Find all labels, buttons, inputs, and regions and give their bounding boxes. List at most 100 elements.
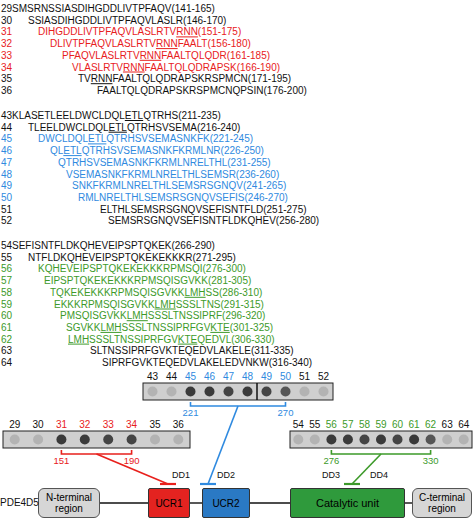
peptide-number: 61 [1, 323, 12, 333]
peptide-number: 49 [1, 181, 12, 191]
dot-blot-strip [290, 431, 472, 448]
protein-name: PDE4D5 [0, 498, 39, 508]
peptide-sequence: QLETLQTRHSVSEMASNKFKRMLNR(226-250) [50, 146, 264, 156]
peptide-number: 44 [1, 123, 12, 133]
peptide-number: 55 [1, 253, 12, 263]
backbone-line [100, 502, 148, 503]
blot-number: 64 [449, 420, 474, 430]
peptide-sequence: NTFLDKQHEVEIPSPTQKEKEKKKR(271-295) [28, 253, 236, 263]
blot-number: 57 [333, 420, 363, 430]
peptide-sequence: SGVKKLMHSSSLTNSSIPRFGVKTE(301-325) [66, 323, 273, 333]
peptide-sequence: EKKKRPMSQISGVKKLMHSSSLTNS(291-315) [54, 300, 264, 310]
peptide-sequence: PMSQISGVKKLMHSSSLTNSSIPRF(296-320) [60, 311, 265, 321]
peptide-sequence: TVRNNFAALTQLQDRAPSKRSPMCN(171-195) [78, 74, 291, 84]
domain-name: N-terminal region [39, 492, 99, 514]
blot-number: 31 [46, 420, 76, 430]
peptide-sequence: KLASETLEELDWCLDQLETLQTRHS(211-235) [12, 111, 221, 121]
peptide-sequence: SSIASDIHGDDLIVTPFAQVLASLR(146-170) [28, 16, 226, 26]
blot-number: 54 [283, 420, 313, 430]
peptide-sequence: ELTHLSEMSRSGNQVSEFISNTFLD(251-275) [100, 205, 307, 215]
domain-box: N-terminal region [38, 488, 100, 518]
peptide-number: 45 [1, 134, 12, 144]
peptide-number: 30 [1, 16, 12, 26]
blot-number: 46 [195, 372, 225, 382]
peptide-sequence: RMLNRELTHLSEMSRSGNQVSEFIS(246-270) [78, 193, 288, 203]
blot-number: 30 [23, 420, 53, 430]
peptide-sequence: SNKFKRMLNRELTHLSEMSRSGNQV(241-265) [72, 181, 286, 191]
blot-number: 34 [117, 420, 147, 430]
peptide-number: 33 [1, 51, 12, 61]
blot-number: 35 [140, 420, 170, 430]
blot-number: 45 [176, 372, 206, 382]
blot-number: 58 [349, 420, 379, 430]
peptide-number: 36 [1, 86, 12, 96]
peptide-number: 57 [1, 276, 12, 286]
peptide-sequence: EIPSPTQKEKEKKKRPMSQISGVKK(281-305) [44, 276, 251, 286]
peptide-number: 60 [1, 311, 12, 321]
peptide-number: 56 [1, 264, 12, 274]
peptide-number: 32 [1, 39, 12, 49]
peptide-number: 50 [1, 193, 12, 203]
blot-number: 33 [93, 420, 123, 430]
peptide-number: 34 [1, 63, 12, 73]
docking-domain-label: DD1 [172, 471, 190, 480]
blot-number: 48 [233, 372, 263, 382]
domain-box: UCR2 [202, 488, 250, 518]
docking-domain-label: DD4 [370, 471, 388, 480]
blot-number: 59 [366, 420, 396, 430]
backbone-line [405, 502, 412, 503]
peptide-sequence: PFAQVLASLRTVRNNFAALTQLQDR(161-185) [62, 51, 270, 61]
peptide-sequence: DLIVTPFAQVLASLRTVRNNFAALT(156-180) [50, 39, 251, 49]
peptide-sequence: DWCLDQLETLQTRHSVSEMASNKFK(221-245) [38, 134, 253, 144]
blot-number: 36 [163, 420, 193, 430]
peptide-sequence: LMHSSSLTNSSIPRFGVKTEQEDVL(306-330) [68, 335, 275, 345]
peptide-number: 59 [1, 300, 12, 310]
blot-number: 32 [70, 420, 100, 430]
backbone-line [250, 502, 290, 503]
peptide-number: 63 [1, 346, 12, 356]
blot-number: 49 [252, 372, 282, 382]
peptide-number: 54 [1, 241, 12, 251]
residue-number: 151 [46, 456, 76, 466]
domain-box: C-terminal region [412, 488, 472, 518]
blot-number: 55 [300, 420, 330, 430]
blot-number: 50 [271, 372, 301, 382]
peptide-sequence: VLASLRTVRNNFAALTQLQDRAPSK(166-190) [72, 63, 280, 73]
peptide-sequence: SIPRFGVKTEQEDVLAKELEDVNKW(316-340) [102, 358, 312, 368]
domain-name: UCR2 [212, 498, 239, 509]
peptide-number: 43 [1, 111, 12, 121]
peptide-sequence: SEFISNTFLDKQHEVEIPSPTQKEK(266-290) [12, 241, 215, 251]
docking-domain-label: DD2 [217, 471, 235, 480]
blot-number: 63 [432, 420, 462, 430]
blot-number: 29 [0, 420, 30, 430]
domain-box: Catalytic unit [290, 488, 405, 518]
peptide-sequence: SEMSRSGNQVSEFISNTFLDKQHEV(256-280) [108, 216, 319, 226]
residue-number: 270 [271, 408, 301, 418]
region-bracket [61, 402, 430, 484]
peptide-number: 52 [1, 216, 12, 226]
peptide-sequence: TQKEKEKKKRPMSQISGVKKLMHSS(286-310) [50, 288, 262, 298]
peptide-sequence: SLTNSSIPRFGVKTEQEDVLAKELE(311-335) [90, 346, 294, 356]
peptide-number: 35 [1, 74, 12, 84]
peptide-number: 29 [1, 4, 12, 14]
peptide-sequence: SMSRNSSIASDIHGDDLIVTPFAQV(141-165) [12, 4, 215, 14]
domain-box: UCR1 [148, 488, 190, 518]
residue-number: 276 [316, 456, 346, 466]
dot-blot-strip [143, 383, 333, 400]
blot-number: 61 [399, 420, 429, 430]
residue-number: 330 [416, 456, 446, 466]
peptide-sequence: VSEMASNKFKRMLNRELTHLSEMSR(236-260) [66, 170, 279, 180]
peptide-number: 48 [1, 170, 12, 180]
peptide-number: 58 [1, 288, 12, 298]
domain-name: C-terminal region [413, 492, 471, 514]
blot-number: 52 [309, 372, 339, 382]
blot-number: 56 [316, 420, 346, 430]
peptide-sequence: KQHEVEIPSPTQKEKEKKKRPMSQI(276-300) [38, 264, 246, 274]
blot-number: 44 [157, 372, 187, 382]
blot-number: 62 [416, 420, 446, 430]
peptide-sequence: QTRHSVSEMASNKFKRMLNRELTHL(231-255) [58, 158, 271, 168]
peptide-sequence: FAALTQLQDRAPSKRSPMCNQPSIN(176-200) [97, 86, 307, 96]
residue-number: 190 [117, 456, 147, 466]
residue-number: 221 [176, 408, 206, 418]
peptide-number: 62 [1, 335, 12, 345]
